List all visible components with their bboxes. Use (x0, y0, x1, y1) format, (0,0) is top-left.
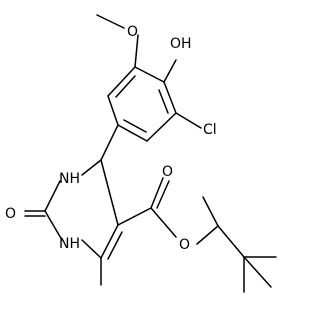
bond-aryl-6b (115, 75, 136, 98)
bond-cq-me3 (243, 256, 272, 288)
bond-o-ring (134, 34, 139, 68)
structure-canvas: O OH Cl NH O NH O O (5, 14, 277, 293)
bond-aryl-4b (123, 119, 147, 133)
bond-aryl-1 (134, 66, 165, 83)
bond-c6-c5 (100, 224, 119, 259)
bond-o-ch (196, 225, 219, 245)
bond-aryl-c4 (100, 124, 119, 161)
bond-n3-c2 (44, 180, 61, 212)
bond-c5-cester (117, 207, 152, 226)
bond-c4-n3 (81, 159, 102, 176)
bond-aryl-5 (107, 95, 119, 126)
bond-cester-o-double (150, 177, 164, 209)
atom-o-carbonyl-ester: O (162, 164, 173, 180)
bond-cester-o (150, 207, 177, 238)
bond-ring-oh (163, 59, 177, 83)
atom-nh-top: NH (59, 171, 80, 187)
bond-c6-c5b (107, 231, 123, 260)
molecule-diagram: O OH Cl NH O NH O O (5, 14, 277, 293)
bond-c5-c4 (100, 159, 119, 226)
atom-labels: O OH Cl NH O NH O O (5, 24, 217, 253)
bond-aryl-4 (117, 124, 148, 142)
atom-o-ester: O (179, 237, 190, 253)
bond-aryl-3 (146, 112, 177, 142)
bond-c2-n1 (44, 210, 63, 241)
bond-aryl-2 (163, 81, 177, 114)
bond-ch-cq (217, 225, 245, 258)
bonds (24, 14, 277, 293)
bond-n1-c6 (81, 239, 102, 259)
bond-cester-o-double-b (156, 180, 170, 209)
bond-aryl-2b (158, 89, 169, 114)
bond-methyl-o (96, 14, 125, 29)
atom-o-urea: O (5, 206, 16, 222)
bond-ch-me (202, 196, 219, 227)
atom-nh-bottom: NH (59, 236, 80, 252)
atom-oh: OH (170, 36, 192, 52)
bond-ring-cl (175, 112, 202, 129)
atom-cl: Cl (203, 122, 217, 138)
atom-o-methoxy: O (127, 24, 138, 40)
bond-aryl-6 (107, 66, 136, 97)
